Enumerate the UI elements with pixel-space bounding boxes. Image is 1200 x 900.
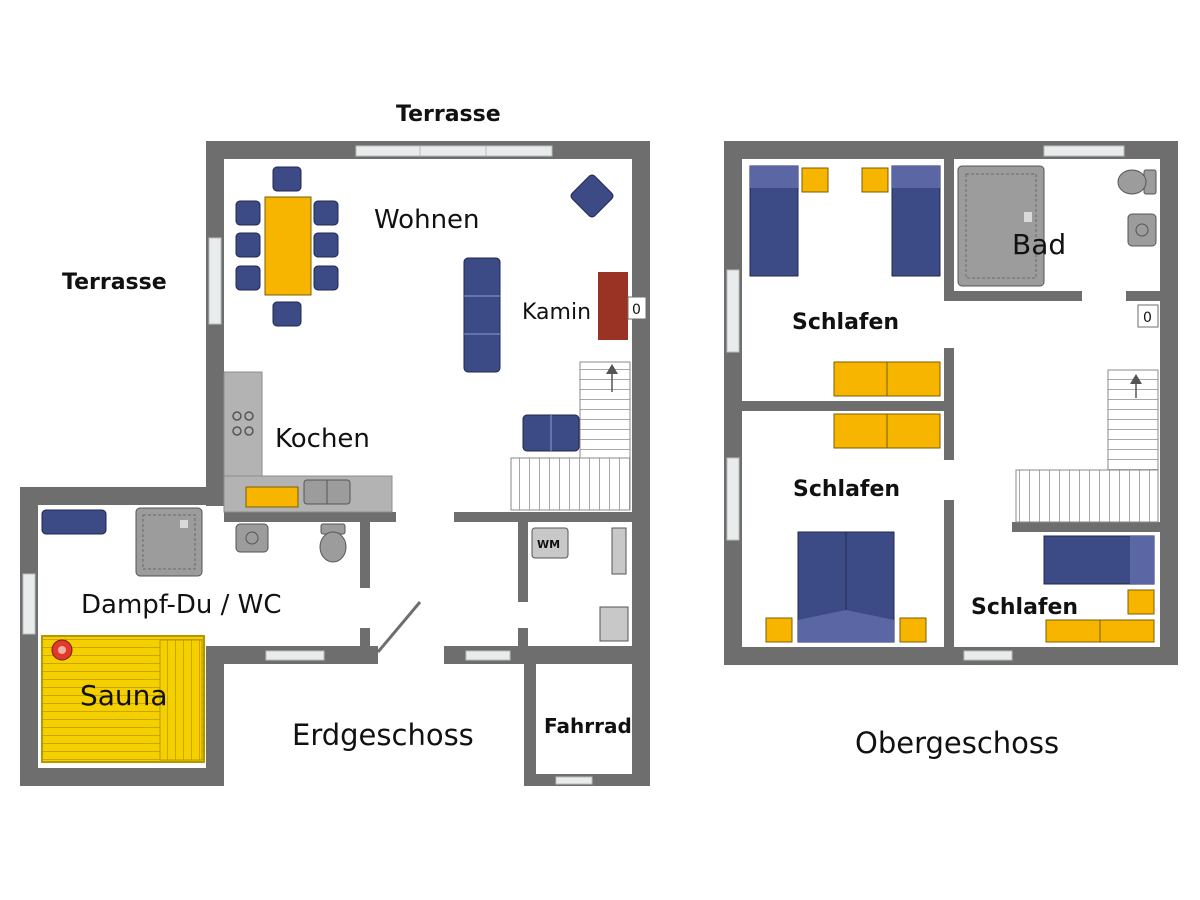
wall-inner-wc-low bbox=[360, 628, 370, 646]
loveseat bbox=[522, 414, 580, 452]
label-ofen-og: 0 bbox=[1143, 310, 1152, 326]
og-window-bottom bbox=[963, 650, 1013, 661]
wall-sauna-bottom bbox=[20, 768, 224, 786]
dining-table bbox=[264, 196, 312, 296]
label-sauna: Sauna bbox=[80, 679, 168, 712]
window-fahrrad bbox=[555, 776, 593, 785]
hwr-cabinet bbox=[611, 527, 627, 575]
wall-inner-horizontal-left bbox=[224, 512, 396, 522]
chair bbox=[235, 200, 261, 226]
label-fahrrad: Fahrrad bbox=[544, 714, 632, 738]
wall-fahrrad-left bbox=[524, 664, 536, 786]
wall-inner-horizontal-right bbox=[454, 512, 632, 522]
og-window-top bbox=[1043, 145, 1125, 157]
chair bbox=[313, 232, 339, 258]
og-wall-bed3-top bbox=[1012, 522, 1160, 532]
og-wall-bath-bottom bbox=[954, 291, 1082, 301]
chair bbox=[272, 301, 302, 327]
label-dampfdu-wc: Dampf-Du / WC bbox=[81, 590, 282, 620]
og-wall-bed-divider bbox=[742, 401, 944, 411]
steam-shower bbox=[135, 507, 203, 577]
wall-inner-hwr-low bbox=[518, 628, 528, 646]
wall-sauna-right bbox=[206, 646, 224, 786]
og-toilet bbox=[1117, 169, 1157, 195]
og-wall-bath-bottom-r bbox=[1126, 291, 1160, 301]
chair bbox=[272, 166, 302, 192]
ground-floor bbox=[20, 141, 650, 786]
label-schlafen-1: Schlafen bbox=[792, 310, 899, 335]
wall-inner-hwr bbox=[518, 522, 528, 602]
og-staircase bbox=[1107, 369, 1159, 475]
fireplace bbox=[598, 272, 628, 340]
og-wall-bottom bbox=[724, 647, 1178, 665]
nightstand bbox=[1127, 589, 1155, 615]
nightstand bbox=[801, 167, 829, 193]
sofa bbox=[463, 257, 501, 373]
window-sauna-left bbox=[22, 573, 36, 635]
staircase bbox=[579, 361, 631, 463]
og-wall-left bbox=[724, 141, 742, 665]
label-wm: WM bbox=[537, 538, 560, 551]
window-bottom-left bbox=[265, 650, 325, 661]
window-top bbox=[355, 145, 553, 157]
wall-sauna-top bbox=[20, 487, 224, 505]
wall-right bbox=[632, 141, 650, 786]
og-window-left-1 bbox=[726, 269, 740, 353]
chair bbox=[313, 265, 339, 291]
label-erdgeschoss: Erdgeschoss bbox=[292, 718, 474, 752]
chair bbox=[235, 232, 261, 258]
label-kamin: Kamin bbox=[522, 300, 591, 325]
toilet bbox=[319, 523, 347, 563]
label-terrasse-left: Terrasse bbox=[62, 270, 167, 295]
window-bottom-mid bbox=[465, 650, 511, 661]
chair bbox=[313, 200, 339, 226]
og-wall-right bbox=[1160, 141, 1178, 665]
og-wall-bed2-right bbox=[944, 500, 954, 647]
label-schlafen-3: Schlafen bbox=[971, 595, 1078, 620]
door-swing bbox=[376, 601, 422, 653]
chair bbox=[235, 265, 261, 291]
label-bad: Bad bbox=[1012, 228, 1066, 261]
stove-box bbox=[627, 296, 647, 320]
bench bbox=[41, 509, 107, 535]
label-ofen-eg: 0 bbox=[632, 302, 641, 318]
label-terrasse-top: Terrasse bbox=[396, 102, 501, 127]
og-wall-bed1-right bbox=[944, 159, 954, 301]
stove-burners bbox=[232, 411, 254, 436]
shower-tray bbox=[957, 165, 1045, 287]
wall-inner-wc bbox=[360, 522, 370, 588]
nightstand bbox=[899, 617, 927, 643]
nightstand bbox=[765, 617, 793, 643]
og-wash-basin bbox=[1127, 213, 1157, 247]
og-window-left-2 bbox=[726, 457, 740, 541]
label-kochen: Kochen bbox=[275, 424, 370, 454]
washing-machine bbox=[531, 527, 569, 559]
window-left bbox=[208, 237, 222, 325]
upper-floor bbox=[724, 141, 1178, 665]
label-obergeschoss: Obergeschoss bbox=[855, 726, 1059, 760]
og-wall-bed1-right-low bbox=[944, 348, 954, 460]
wall-sauna-left bbox=[20, 487, 38, 786]
nightstand bbox=[861, 167, 889, 193]
hwr-box bbox=[599, 606, 629, 642]
kitchen-yellow-element bbox=[245, 486, 299, 508]
og-stove-box bbox=[1137, 304, 1159, 328]
label-schlafen-2: Schlafen bbox=[793, 477, 900, 502]
wash-basin bbox=[235, 523, 269, 553]
label-wohnen: Wohnen bbox=[374, 205, 480, 235]
armchair bbox=[570, 174, 614, 218]
